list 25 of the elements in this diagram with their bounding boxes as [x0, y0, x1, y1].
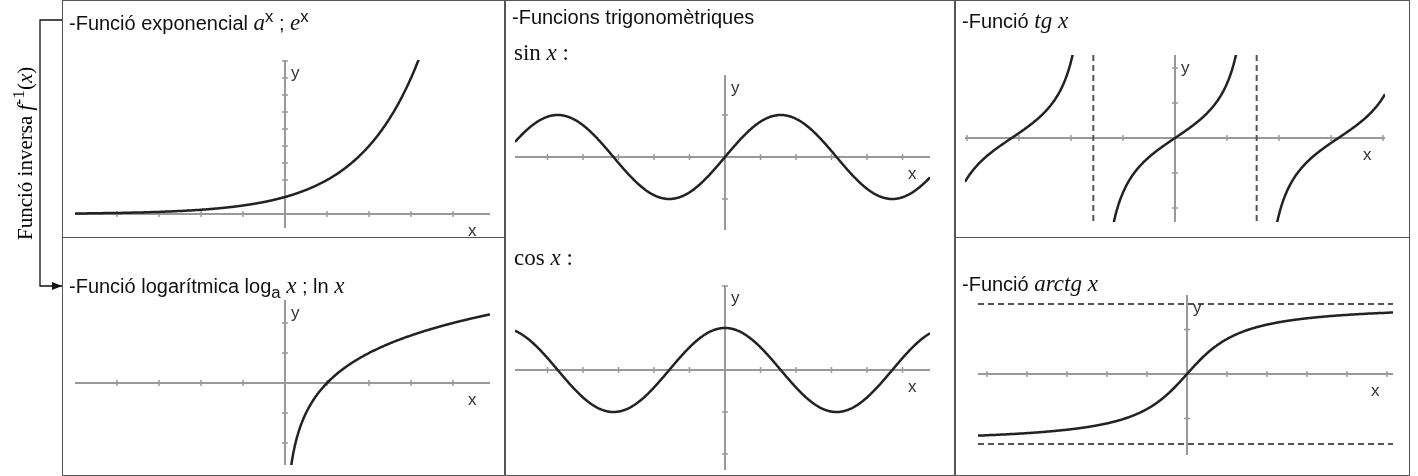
- table-cell: [62, 237, 505, 476]
- axis-label: y: [731, 288, 740, 307]
- table-cell: [62, 0, 505, 238]
- axis-label: x: [468, 390, 477, 409]
- formula-text: sin x :: [514, 41, 569, 65]
- formula-text: cos x :: [514, 246, 573, 270]
- axis-label: x: [1363, 145, 1372, 164]
- axis-label: y: [1181, 58, 1190, 77]
- table-cell: [955, 0, 1410, 238]
- axis-label: x: [468, 221, 477, 240]
- cell-title: -Funció arctg x: [962, 272, 1098, 296]
- axis-label: x: [1371, 381, 1380, 400]
- cell-title: -Funció logarítmica log$_{a}$ x ; ln x: [69, 274, 345, 304]
- axis-label: y: [731, 78, 740, 97]
- table-cell: [505, 0, 955, 476]
- axis-label: y: [291, 303, 300, 322]
- cell-title: -Funció tg x: [962, 9, 1069, 33]
- table-cell: [955, 237, 1410, 476]
- cell-title: -Funcions trigonomètriques: [512, 5, 755, 29]
- axis-label: x: [908, 164, 917, 183]
- connector-arrow: [39, 19, 63, 290]
- axis-label: y: [1193, 298, 1202, 317]
- axis-label: x: [908, 377, 917, 396]
- axis-label: y: [291, 63, 300, 82]
- cell-title: -Funció exponencial a$^{x}$ ; e$^{x}$: [69, 6, 309, 35]
